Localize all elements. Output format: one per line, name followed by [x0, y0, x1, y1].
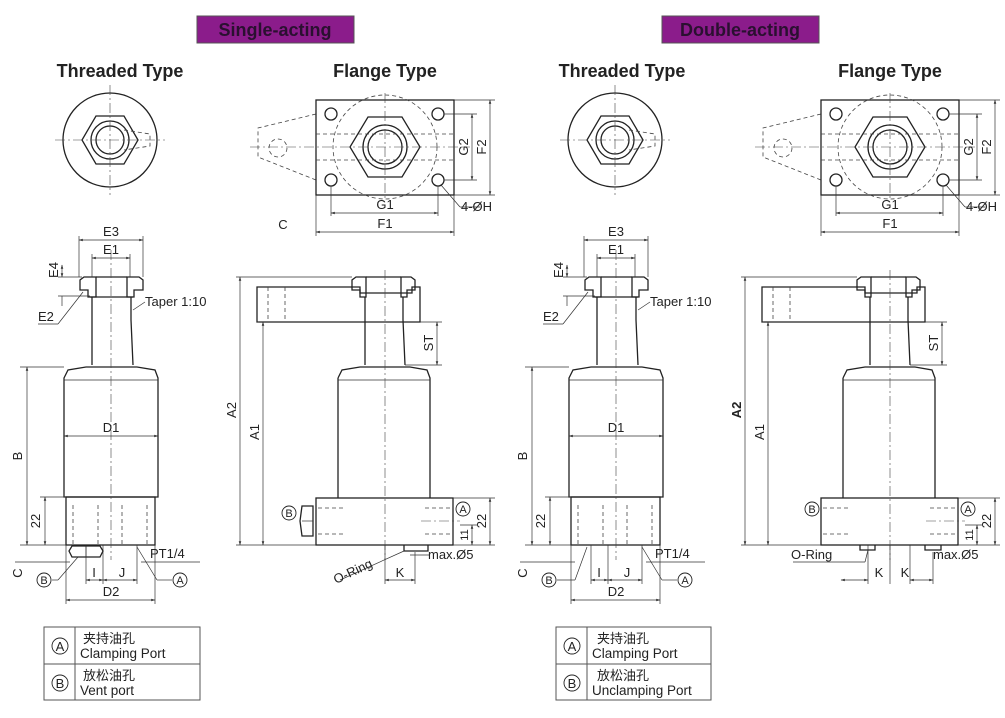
dim-j: J: [119, 565, 126, 580]
single-acting-badge: [196, 15, 355, 44]
legend-symbol: B: [56, 676, 65, 691]
dim-i: I: [92, 565, 96, 580]
dim-k: K: [396, 565, 405, 580]
dim-a1: A1: [752, 424, 767, 440]
dim-oring: O-Ring: [331, 556, 375, 587]
legend-en: Unclamping Port: [592, 683, 692, 698]
port-b-marker-flange: B: [285, 508, 292, 520]
threaded-type-title: Threaded Type: [559, 61, 686, 81]
dim-a1: A1: [247, 424, 262, 440]
dim-e2: E2: [543, 309, 559, 324]
dim-e3: E3: [103, 224, 119, 239]
dim-d2: D2: [608, 584, 625, 599]
double-acting-badge: [661, 15, 820, 44]
single-acting-section: Single-acting Threaded Type Flange Type …: [10, 15, 495, 701]
dim-g1: G1: [881, 197, 898, 212]
port-b-marker: B: [40, 575, 47, 587]
double-acting-section: Double-acting: [661, 15, 820, 44]
dim-k-2: K: [901, 565, 910, 580]
legend-en: Clamping Port: [80, 646, 166, 661]
dim-d1: D1: [608, 420, 625, 435]
port-legend: A 夹持油孔 Clamping Port B 放松油孔 Vent port: [43, 626, 201, 701]
dim-11: 11: [964, 529, 976, 540]
dim-e1: E1: [608, 242, 624, 257]
threaded-type-title: Threaded Type: [57, 61, 184, 81]
dim-b: B: [10, 452, 25, 461]
dim-st: ST: [421, 335, 436, 352]
dim-a2: A2: [224, 402, 239, 418]
port-b-marker: B: [545, 575, 552, 587]
port-a-marker: A: [176, 575, 184, 587]
dim-j: J: [624, 565, 631, 580]
dim-d2: D2: [103, 584, 120, 599]
dim-holes: 4-ØH: [966, 199, 997, 214]
dim-e1: E1: [103, 242, 119, 257]
dim-f1: F1: [882, 216, 897, 231]
dim-pt: PT1/4: [150, 546, 185, 561]
legend-cn: 放松油孔: [597, 668, 649, 683]
vent-plug-threaded: [52, 545, 104, 581]
legend-en: Vent port: [80, 683, 134, 698]
dim-f2: F2: [979, 139, 994, 154]
dim-st: ST: [926, 335, 941, 352]
vent-plug-flange: [299, 505, 430, 584]
dim-g1: G1: [376, 197, 393, 212]
port-a-marker-flange: A: [964, 504, 972, 516]
dim-22-flange: 22: [979, 514, 994, 528]
badge-label: Single-acting: [218, 20, 331, 40]
dim-holes: 4-ØH: [461, 199, 492, 214]
legend-en: Clamping Port: [592, 646, 678, 661]
dim-pt: PT1/4: [655, 546, 690, 561]
dim-i: I: [597, 565, 601, 580]
dim-g2: G2: [456, 138, 471, 155]
flange-type-title: Flange Type: [333, 61, 437, 81]
dim-d1: D1: [103, 420, 120, 435]
dim-b: B: [515, 452, 530, 461]
legend-symbol: A: [56, 639, 65, 654]
dim-e4: E4: [551, 262, 566, 278]
dim-g2: G2: [961, 138, 976, 155]
dim-f1: F1: [377, 216, 392, 231]
dim-22-flange: 22: [474, 514, 489, 528]
flange-type-title: Flange Type: [838, 61, 942, 81]
dim-max: max.Ø5: [428, 547, 474, 562]
dim-c: C: [515, 568, 530, 577]
port-a-marker-flange: A: [459, 504, 467, 516]
dim-c: C: [10, 568, 25, 577]
dim-oring: O-Ring: [791, 547, 832, 562]
dim-taper: Taper 1:10: [650, 294, 711, 309]
badge-label: Double-acting: [680, 20, 800, 40]
dim-a2: A2: [729, 402, 744, 419]
legend-cn: 放松油孔: [83, 668, 135, 683]
dim-22: 22: [533, 514, 548, 528]
dim-max: max.Ø5: [933, 547, 979, 562]
dim-k: K: [875, 565, 884, 580]
port-b-marker-flange: B: [808, 504, 815, 516]
dim-e4: E4: [46, 262, 61, 278]
legend-cn: 夹持油孔: [83, 631, 135, 646]
dim-11: 11: [459, 529, 471, 540]
dim-f2: F2: [474, 139, 489, 154]
port-a-marker: A: [681, 575, 689, 587]
legend-cn: 夹持油孔: [597, 631, 649, 646]
legend-symbol: A: [568, 639, 577, 654]
dim-e2: E2: [38, 309, 54, 324]
legend-symbol: B: [568, 676, 577, 691]
dim-taper: Taper 1:10: [145, 294, 206, 309]
port-legend: A 夹持油孔 Clamping Port B 放松油孔 Unclamping P…: [555, 626, 712, 701]
dim-e3: E3: [608, 224, 624, 239]
dim-22: 22: [28, 514, 43, 528]
double-acting-drawings: Threaded Type Flange Type E3 E1 E4 E2 Ta…: [515, 61, 1000, 701]
dim-c-flange: C: [278, 217, 287, 232]
